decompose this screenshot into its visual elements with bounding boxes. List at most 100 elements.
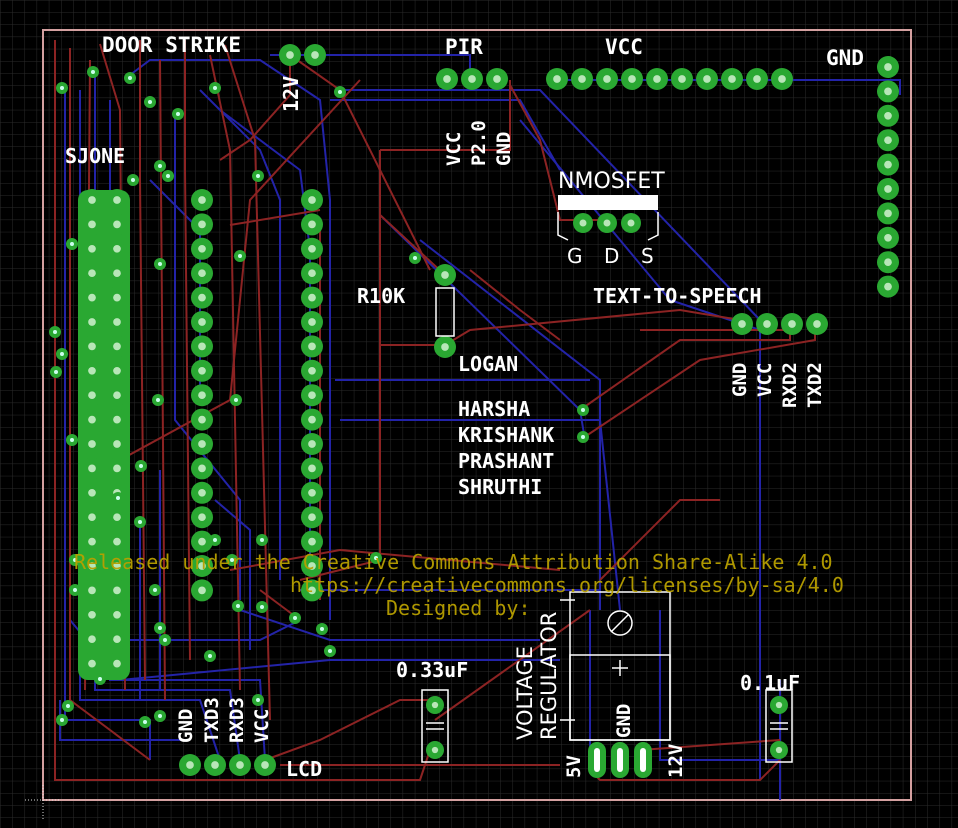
regulator-pin-drill: [640, 748, 646, 772]
label-vreg-12v: 12V: [665, 744, 687, 778]
via-drill: [238, 254, 242, 258]
header-lcd-pad-drill: [211, 761, 219, 769]
sjone-pad-drill: [88, 391, 96, 400]
header-vcc: [546, 68, 793, 90]
via-drill: [320, 627, 324, 631]
header-col-2-pad-drill: [198, 391, 206, 400]
header-vcc-pad-drill: [653, 75, 661, 83]
label-nmosfet: NMOSFET: [558, 169, 665, 194]
header-col-3-pad-drill: [308, 464, 316, 473]
via-drill: [70, 242, 74, 246]
header-col-2-pad-drill: [198, 464, 206, 473]
via-drill: [70, 438, 74, 442]
via-drill: [158, 262, 162, 266]
cap-033-pins: [426, 696, 444, 759]
header-lcd-pad-drill: [261, 761, 269, 769]
sjone-pad-drill: [113, 415, 121, 424]
via-drill: [581, 435, 585, 439]
via-drill: [143, 720, 147, 724]
via-drill: [54, 370, 58, 374]
header-col-3-pad-drill: [308, 196, 316, 204]
via-drill: [256, 698, 260, 702]
header-col-3-pad-drill: [308, 318, 316, 326]
header-vcc-pad-drill: [728, 75, 736, 83]
header-col-2: [191, 189, 213, 602]
via-drill: [260, 538, 264, 542]
via-drill: [166, 174, 170, 178]
header-col-2-pad-drill: [198, 220, 206, 229]
sjone-pad-drill: [113, 586, 121, 595]
label-cap-033uf: 0.33uF: [396, 658, 468, 682]
label-pir-p20: P2.0: [468, 120, 490, 166]
sjone-pad-drill: [88, 342, 96, 351]
header-col-3-pad-drill: [308, 220, 316, 229]
label-gnd: GND: [826, 46, 864, 70]
sjone-pad-drill: [88, 659, 96, 668]
sjone-pad-drill: [113, 659, 121, 668]
label-lcd-rxd3: RXD3: [226, 697, 248, 743]
cap-01-pins-pad-drill: [775, 701, 783, 709]
label-cap-01uf: 0.1uF: [740, 671, 800, 695]
header-col-3-pad-drill: [308, 391, 316, 400]
sjone-pad-drill: [88, 220, 96, 229]
header-pir-pad-drill: [443, 75, 451, 83]
resistor-r10k-pad-drill: [441, 343, 449, 351]
header-vcc-pad-drill: [578, 75, 586, 83]
label-lcd-gnd: GND: [175, 709, 197, 743]
header-gnd-pad-drill: [884, 185, 892, 193]
sjone-pad-drill: [88, 464, 96, 473]
header-gnd: [877, 56, 899, 298]
cap-033-pins-pad-drill: [431, 701, 439, 709]
header-col-2-pad-drill: [198, 293, 206, 302]
header-pir: [436, 68, 508, 90]
via-drill: [236, 604, 240, 608]
resistor-r10k-pad-drill: [441, 271, 449, 279]
cap-01-pins: [770, 696, 788, 759]
mosfet-footprint: [557, 195, 659, 241]
cap-01-pins-pad-drill: [775, 746, 783, 754]
header-col-2-pad-drill: [198, 537, 206, 546]
sjone-pad-drill: [113, 342, 121, 351]
via-drill: [73, 588, 77, 592]
header-lcd-pad-drill: [186, 761, 194, 769]
sjone-pad-drill: [113, 562, 121, 570]
via-drill: [156, 398, 160, 402]
sjone-pad-drill: [113, 366, 121, 375]
mosfet-pins-pad-drill: [603, 219, 611, 227]
label-vreg-regulator: REGULATOR: [537, 612, 561, 740]
header-pir-pad-drill: [493, 75, 501, 83]
header-col-3-pad-drill: [308, 537, 316, 546]
via-drill: [139, 464, 143, 468]
sjone-pad-drill: [113, 635, 121, 644]
header-col-2-pad-drill: [198, 513, 206, 522]
sjone-pad-drill: [88, 562, 96, 570]
via-drill: [60, 352, 64, 356]
header-vcc-pad-drill: [753, 75, 761, 83]
header-col-3-pad-drill: [308, 293, 316, 302]
sjone-pad-drill: [113, 244, 121, 253]
capacitor-01-footprint: [765, 689, 793, 763]
sjone-pad-drill: [88, 513, 96, 522]
sjone-pad-drill: [113, 293, 121, 302]
header-vcc-pad-drill: [603, 75, 611, 83]
via-drill: [163, 638, 167, 642]
label-tts-gnd: GND: [729, 363, 751, 397]
header-col-2-pad-drill: [198, 415, 206, 424]
header-tts-pad-drill: [813, 320, 821, 328]
header-col-2-pad-drill: [198, 196, 206, 204]
via-drill: [158, 164, 162, 168]
sjone-pad-drill: [88, 269, 96, 278]
label-text-to-speech: TEXT-TO-SPEECH: [593, 284, 762, 308]
vias: [49, 66, 589, 728]
voltage-regulator-footprint: [560, 591, 671, 741]
label-harsha: HARSHA: [458, 397, 530, 421]
cap-033-pins-pad-drill: [431, 746, 439, 754]
header-col-2-pad-drill: [198, 269, 206, 278]
header-gnd-pad-drill: [884, 233, 892, 242]
via-drill: [148, 100, 152, 104]
via-drill: [581, 408, 585, 412]
header-tts-pad-drill: [763, 320, 771, 328]
license-line-2: https://creativecommons.org/licenses/by-…: [290, 573, 844, 597]
via-drill: [413, 256, 417, 260]
